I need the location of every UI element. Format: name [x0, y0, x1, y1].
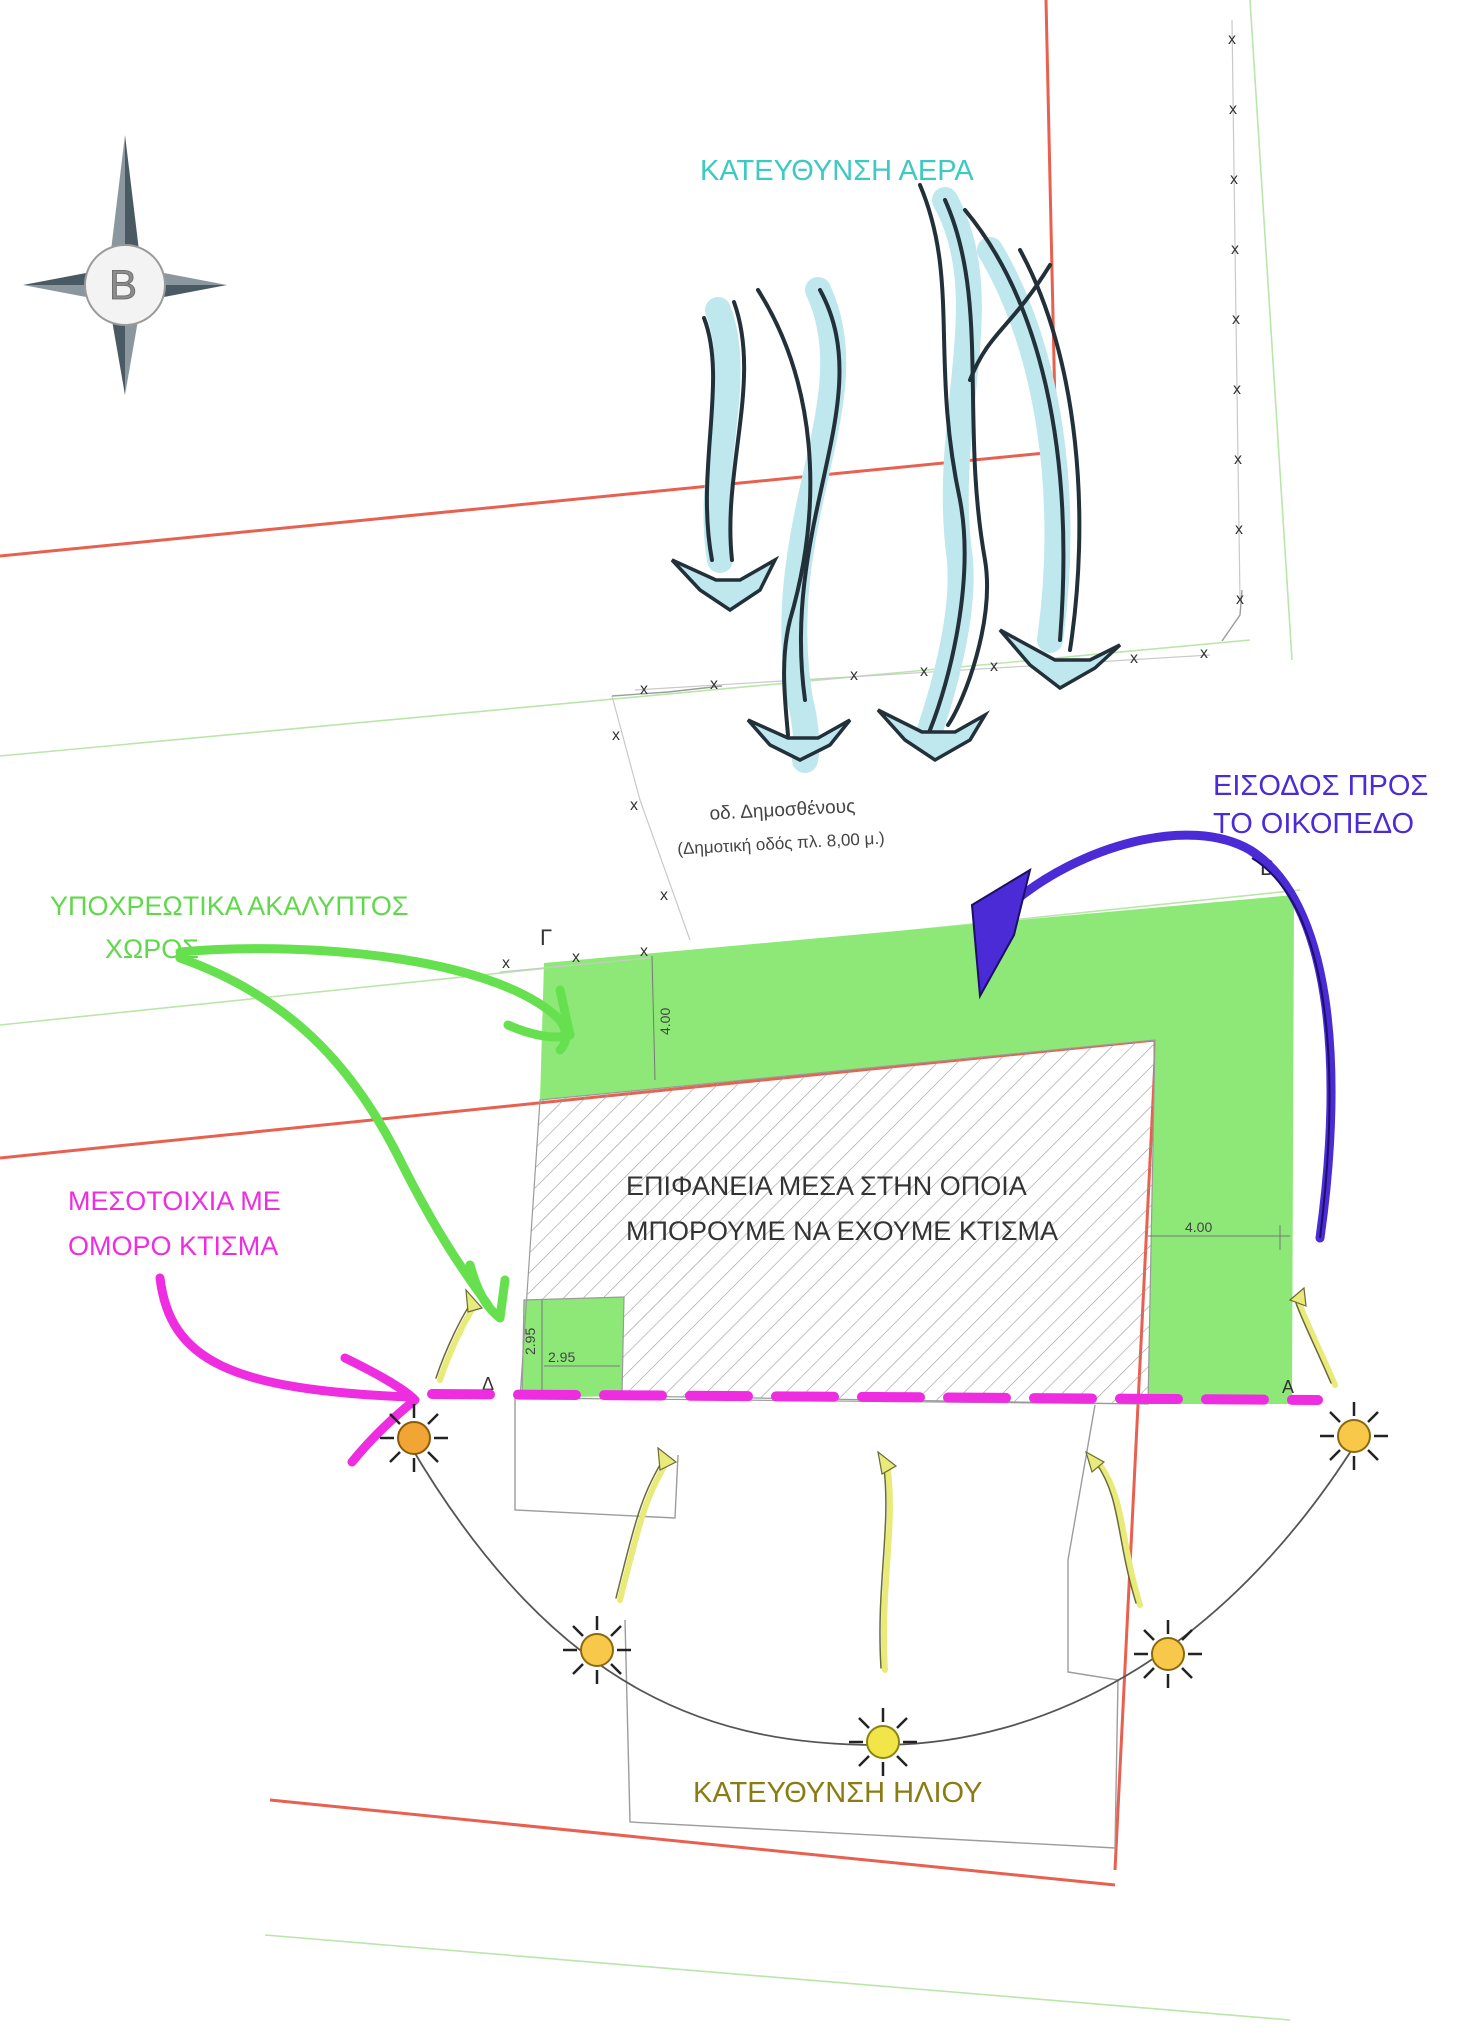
- party-wall-arrow: [155, 1273, 420, 1467]
- svg-text:x: x: [1229, 101, 1237, 118]
- svg-text:x: x: [660, 887, 668, 904]
- street-label: οδ. Δημοσθένους (Δημοτική οδός πλ. 8,00 …: [677, 796, 885, 859]
- air-flow-arrows: [670, 183, 1122, 773]
- svg-text:x: x: [630, 797, 638, 814]
- compass-letter: B: [109, 261, 137, 308]
- compass-rose: B: [23, 135, 227, 395]
- svg-text:(Δημοτική οδός πλ. 8,00 μ.): (Δημοτική οδός πλ. 8,00 μ.): [677, 829, 885, 859]
- party-wall-dashed-line: [427, 1389, 1323, 1405]
- sun-direction-label: ΚΑΤΕΥΘΥΝΣΗ ΗΛΙΟΥ: [693, 1777, 982, 1809]
- svg-text:x: x: [1130, 650, 1138, 667]
- fence-lines: [499, 19, 1241, 973]
- point-delta-left: Δ: [482, 1374, 494, 1394]
- dim-front-setback: 4.00: [657, 1008, 673, 1035]
- svg-text:x: x: [502, 955, 510, 972]
- svg-text:x: x: [612, 727, 620, 744]
- sun-icon: [1320, 1402, 1388, 1470]
- party-wall-label-1: ΜΕΣΟΤΟΙΧΙΑ ΜΕ: [68, 1186, 281, 1216]
- svg-text:x: x: [850, 667, 858, 684]
- svg-text:x: x: [572, 949, 580, 966]
- entrance-label-2: ΤΟ ΟΙΚΟΠΕΔΟ: [1213, 808, 1414, 840]
- party-wall-label-2: ΟΜΟΡΟ ΚΤΙΣΜΑ: [68, 1231, 278, 1261]
- open-space-area: [540, 895, 1294, 1404]
- dim-side-setback: 4.00: [1185, 1219, 1212, 1235]
- dim-corner-h: 2.95: [522, 1328, 538, 1355]
- svg-text:x: x: [1232, 311, 1240, 328]
- svg-text:x: x: [1235, 521, 1243, 538]
- dim-corner-w: 2.95: [548, 1349, 575, 1365]
- svg-text:x: x: [640, 681, 648, 698]
- buildable-label-2: ΜΠΟΡΟΥΜΕ ΝΑ ΕΧΟΥΜΕ ΚΤΙΣΜΑ: [626, 1216, 1058, 1246]
- sun-icon: [1134, 1620, 1202, 1688]
- open-space-label-1: ΥΠΟΧΡΕΩΤΙΚΑ ΑΚΑΛΥΠΤΟΣ: [50, 891, 409, 921]
- sun-icon: [849, 1708, 917, 1776]
- air-direction-label: ΚΑΤΕΥΘΥΝΣΗ ΑΕΡΑ: [700, 155, 974, 187]
- point-delta-right: Α: [1282, 1377, 1294, 1397]
- entrance-label-1: ΕΙΣΟΔΟΣ ΠΡΟΣ: [1213, 770, 1428, 802]
- svg-text:x: x: [640, 943, 648, 960]
- point-gamma: Γ: [540, 925, 552, 950]
- sun-icon: [563, 1616, 631, 1684]
- svg-text:x: x: [920, 663, 928, 680]
- svg-text:x: x: [1233, 381, 1241, 398]
- svg-text:x: x: [710, 676, 718, 693]
- dimension-lines: [541, 955, 1290, 1390]
- fence-x-marks: x x x x x x x x x x x x x x x x x x x x …: [502, 31, 1244, 972]
- svg-text:x: x: [1236, 591, 1244, 608]
- svg-text:x: x: [1230, 171, 1238, 188]
- svg-text:x: x: [1231, 241, 1239, 258]
- open-space-corner: [522, 1297, 624, 1398]
- sun-rays: [435, 1286, 1338, 1673]
- svg-text:x: x: [990, 658, 998, 675]
- buildable-label-1: ΕΠΙΦΑΝΕΙΑ ΜΕΣΑ ΣΤΗΝ ΟΠΟΙΑ: [626, 1171, 1027, 1201]
- svg-text:x: x: [1200, 645, 1208, 662]
- svg-text:οδ. Δημοσθένους: οδ. Δημοσθένους: [709, 796, 856, 825]
- sun-icon: [380, 1404, 448, 1472]
- svg-text:x: x: [1228, 31, 1236, 48]
- entrance-arrow: [970, 830, 1336, 1243]
- svg-text:x: x: [1234, 451, 1242, 468]
- open-space-arrows: [175, 944, 575, 1323]
